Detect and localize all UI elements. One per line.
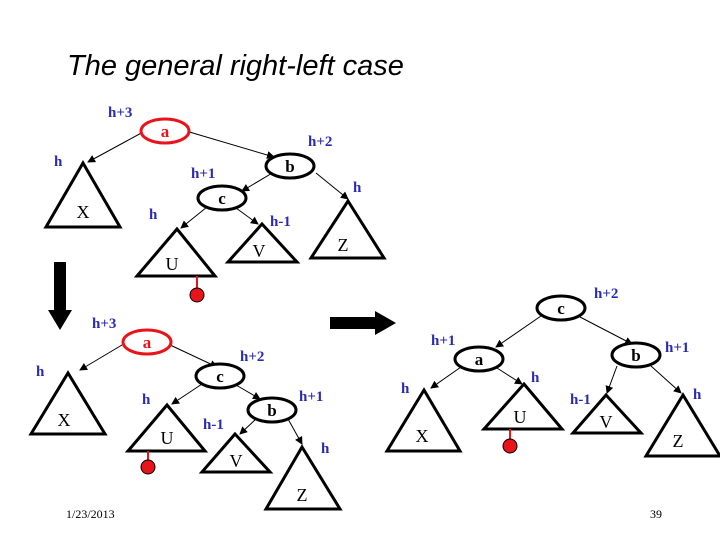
height2-x: h xyxy=(36,364,45,380)
edge3-b-v xyxy=(605,365,618,394)
subtree3-u xyxy=(480,381,566,431)
node2-a xyxy=(121,328,173,356)
node2-b xyxy=(246,396,298,424)
edge-c-u xyxy=(180,206,208,229)
height3-a: h+1 xyxy=(431,333,455,349)
subtree3-v xyxy=(569,392,645,435)
height3-v: h-1 xyxy=(570,392,591,408)
subtree2-u xyxy=(124,402,209,453)
height2-u: h xyxy=(142,392,151,408)
height2-z: h xyxy=(321,441,330,457)
subtree-v xyxy=(224,221,301,264)
edge2-b-v xyxy=(239,417,258,435)
edge2-c-b xyxy=(235,384,261,400)
edge-a-b xyxy=(185,130,275,159)
height-v: h-1 xyxy=(270,214,291,230)
tree-final: c a b X U V Z h+2 h+1 h+1 h h h-1 h xyxy=(384,286,720,458)
height-u: h xyxy=(149,207,158,223)
node-a-label: a xyxy=(161,122,170,141)
edge-b-z xyxy=(315,172,349,200)
edge-c-v xyxy=(235,207,259,225)
arrow-right-icon xyxy=(330,311,396,335)
footer-date: 1/23/2013 xyxy=(66,507,115,521)
inserted-leaf3 xyxy=(502,438,518,454)
edge2-a-c xyxy=(167,343,218,368)
node3-c xyxy=(535,294,587,322)
node-c xyxy=(196,184,248,212)
node3-a-label: a xyxy=(475,350,484,369)
height2-c: h+2 xyxy=(240,349,264,365)
subtree3-x xyxy=(384,387,463,453)
height2-b: h+1 xyxy=(299,389,323,405)
page-number: 39 xyxy=(650,507,662,521)
inserted-leaf2 xyxy=(140,459,156,475)
height-b: h+2 xyxy=(308,134,332,150)
subtree3-v-label: V xyxy=(600,412,613,432)
height3-z: h xyxy=(693,387,702,403)
tree-before: a b c X U V Z h+3 h+2 h+1 h h h-1 h xyxy=(43,105,387,303)
subtree-x xyxy=(43,160,123,229)
node2-c-label: c xyxy=(216,367,224,386)
slide-title: The general right-left case xyxy=(67,50,404,82)
subtree-u xyxy=(133,226,219,278)
node2-c xyxy=(194,362,246,390)
height-a: h+3 xyxy=(108,105,132,121)
edge3-a-u xyxy=(496,367,523,385)
height3-x: h xyxy=(401,381,410,397)
tree-after-first-rotation: a c b X U V Z h+3 h+2 h+1 h h h-1 h xyxy=(28,316,343,511)
subtree3-z-label: Z xyxy=(673,431,684,451)
edge3-c-b xyxy=(579,316,633,345)
node3-b-label: b xyxy=(631,346,640,365)
arrow-down-icon xyxy=(48,262,72,330)
subtree-z-label: Z xyxy=(338,235,349,255)
subtree-v-label: V xyxy=(253,241,266,261)
height-z: h xyxy=(353,180,362,196)
height3-u: h xyxy=(531,370,540,386)
inserted-leaf xyxy=(189,287,205,303)
subtree-x-label: X xyxy=(77,202,90,222)
node3-b xyxy=(610,341,662,369)
subtree-z xyxy=(308,198,387,260)
height2-v: h-1 xyxy=(203,417,224,433)
height3-c: h+2 xyxy=(594,286,618,302)
node2-b-label: b xyxy=(267,401,276,420)
height2-a: h+3 xyxy=(92,316,116,332)
edge-b-c xyxy=(241,171,275,192)
edge3-b-z xyxy=(650,365,682,394)
subtree3-z xyxy=(643,392,720,458)
node3-a xyxy=(453,345,505,373)
subtree2-x-label: X xyxy=(58,410,71,430)
height-c: h+1 xyxy=(191,166,215,182)
subtree3-u-label: U xyxy=(514,407,527,427)
node-b-label: b xyxy=(285,157,294,176)
height-x: h xyxy=(54,154,63,170)
subtree2-u-label: U xyxy=(161,428,174,448)
edge2-b-z xyxy=(287,418,303,445)
subtree2-v-label: V xyxy=(230,451,243,471)
node-b xyxy=(264,152,316,180)
subtree2-z-label: Z xyxy=(297,485,308,505)
node-a xyxy=(139,117,191,145)
subtree3-x-label: X xyxy=(416,426,429,446)
subtree2-z xyxy=(263,444,343,511)
node3-c-label: c xyxy=(557,299,565,318)
edge-a-x xyxy=(87,130,146,163)
subtree2-x xyxy=(28,370,108,436)
edge3-c-a xyxy=(495,315,542,348)
edge3-a-x xyxy=(430,366,462,389)
node2-a-label: a xyxy=(143,333,152,352)
edge2-c-u xyxy=(171,383,203,405)
node-c-label: c xyxy=(218,189,226,208)
edge2-a-x xyxy=(79,341,128,371)
subtree-u-label: U xyxy=(166,254,179,274)
subtree2-v xyxy=(198,431,274,474)
height3-b: h+1 xyxy=(665,340,689,356)
